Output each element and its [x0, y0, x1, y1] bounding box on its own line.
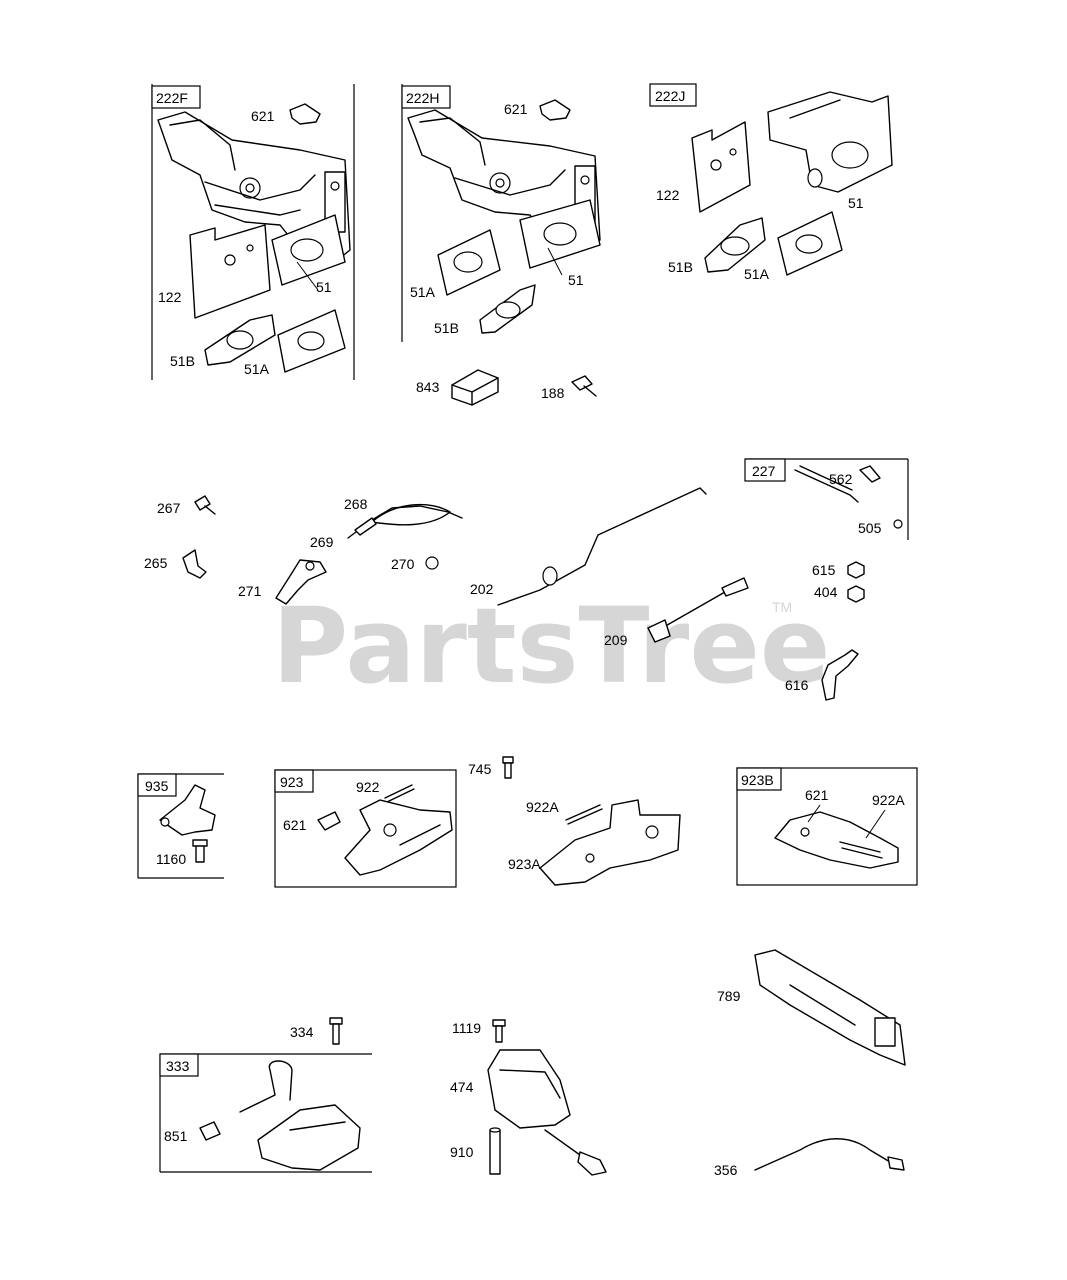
part-227-spring[interactable]: [794, 465, 881, 503]
group-935: 935 1160: [137, 773, 224, 879]
part-923b-assembly[interactable]: [774, 804, 899, 869]
part-404-washer[interactable]: [847, 585, 865, 603]
part-202-rod[interactable]: [497, 487, 707, 606]
part-267-screw[interactable]: [194, 495, 216, 515]
part-616-lever[interactable]: [821, 649, 859, 701]
label-51: 51: [316, 279, 332, 295]
label-621: 621: [805, 787, 829, 803]
label-922a: 922A: [872, 792, 905, 808]
part-268-269-spring-cable[interactable]: [347, 503, 463, 539]
label-51a: 51A: [744, 266, 770, 282]
label-745: 745: [468, 761, 492, 777]
group-333: 333 851: [159, 1053, 372, 1173]
part-615-nut[interactable]: [847, 561, 865, 579]
part-1160-screw[interactable]: [192, 839, 208, 863]
part-935-bracket[interactable]: [159, 784, 216, 836]
label-922a: 922A: [526, 799, 559, 815]
label-505: 505: [858, 520, 882, 536]
part-122-plate[interactable]: [189, 224, 271, 319]
label-621: 621: [251, 108, 275, 124]
group-tag-222j: 222J: [655, 88, 685, 104]
label-202: 202: [470, 581, 494, 597]
label-122: 122: [158, 289, 182, 305]
group-tag-222f: 222F: [156, 90, 188, 106]
label-269: 269: [310, 534, 334, 550]
label-51b: 51B: [434, 320, 459, 336]
watermark-text: PartsTree: [272, 585, 830, 707]
adapter-part[interactable]: [767, 91, 893, 193]
label-616: 616: [785, 677, 809, 693]
label-923a: 923A: [508, 856, 541, 872]
part-270-nut[interactable]: [425, 556, 439, 570]
part-1119-screw[interactable]: [492, 1019, 506, 1043]
label-270: 270: [391, 556, 415, 572]
label-789: 789: [717, 988, 741, 1004]
group-tag-222h: 222H: [406, 90, 439, 106]
part-923-control[interactable]: [344, 799, 453, 876]
label-922: 922: [356, 779, 380, 795]
group-tag-923b: 923B: [741, 772, 774, 788]
part-265-bracket[interactable]: [182, 549, 207, 579]
label-910: 910: [450, 1144, 474, 1160]
label-265: 265: [144, 555, 168, 571]
label-356: 356: [714, 1162, 738, 1178]
group-222h: 222H 621 51A 51 51B: [401, 84, 601, 342]
group-tag-935: 935: [145, 778, 169, 794]
group-222j: 222J 122 51 51B 51A: [649, 83, 893, 282]
group-923b: 923B 621 922A: [736, 767, 918, 886]
label-51b: 51B: [668, 259, 693, 275]
part-621-clip[interactable]: [289, 103, 321, 125]
part-474-module[interactable]: [487, 1049, 607, 1176]
part-843-block[interactable]: [451, 369, 499, 406]
part-356-wire[interactable]: [754, 1138, 905, 1171]
label-615: 615: [812, 562, 836, 578]
group-tag-333: 333: [166, 1058, 190, 1074]
label-1160: 1160: [156, 851, 186, 867]
label-271: 271: [238, 583, 262, 599]
part-209-link[interactable]: [647, 577, 749, 643]
watermark-trademark: TM: [772, 599, 792, 615]
group-tag-923: 923: [280, 774, 304, 790]
label-51b: 51B: [170, 353, 195, 369]
label-562: 562: [829, 471, 853, 487]
label-621: 621: [504, 101, 528, 117]
label-51: 51: [848, 195, 864, 211]
label-843: 843: [416, 379, 440, 395]
part-505-ring[interactable]: [893, 519, 903, 529]
group-222f: 222F 621 122 51 51B 51A: [151, 84, 355, 380]
label-51: 51: [568, 272, 584, 288]
label-209: 209: [604, 632, 628, 648]
label-51a: 51A: [410, 284, 436, 300]
label-1119: 1119: [452, 1020, 481, 1036]
label-334: 334: [290, 1024, 314, 1040]
part-922-spring[interactable]: [384, 784, 415, 803]
part-851-connector[interactable]: [199, 1121, 221, 1141]
carburetor-part[interactable]: [157, 111, 351, 259]
part-922a-spring[interactable]: [565, 804, 603, 825]
part-910-spacer[interactable]: [489, 1127, 501, 1175]
label-621: 621: [283, 817, 307, 833]
part-271-lever[interactable]: [275, 559, 327, 605]
label-188: 188: [541, 385, 565, 401]
label-404: 404: [814, 584, 838, 600]
group-923: 923 922 621: [274, 769, 457, 888]
part-333-ignition-module[interactable]: [239, 1060, 361, 1171]
part-334-screw[interactable]: [329, 1017, 343, 1045]
part-188-screw[interactable]: [571, 375, 597, 397]
part-789-bracket[interactable]: [754, 949, 906, 1066]
label-122: 122: [656, 187, 680, 203]
part-621-bracket[interactable]: [317, 811, 341, 831]
label-474: 474: [450, 1079, 474, 1095]
part-621-clip[interactable]: [539, 99, 571, 121]
group-tag-227: 227: [752, 463, 776, 479]
part-923a-control[interactable]: [539, 799, 681, 886]
label-268: 268: [344, 496, 368, 512]
label-851: 851: [164, 1128, 188, 1144]
label-267: 267: [157, 500, 181, 516]
group-227: 227 562 505: [744, 458, 909, 540]
part-745-screw[interactable]: [502, 756, 514, 779]
label-51a: 51A: [244, 361, 270, 377]
